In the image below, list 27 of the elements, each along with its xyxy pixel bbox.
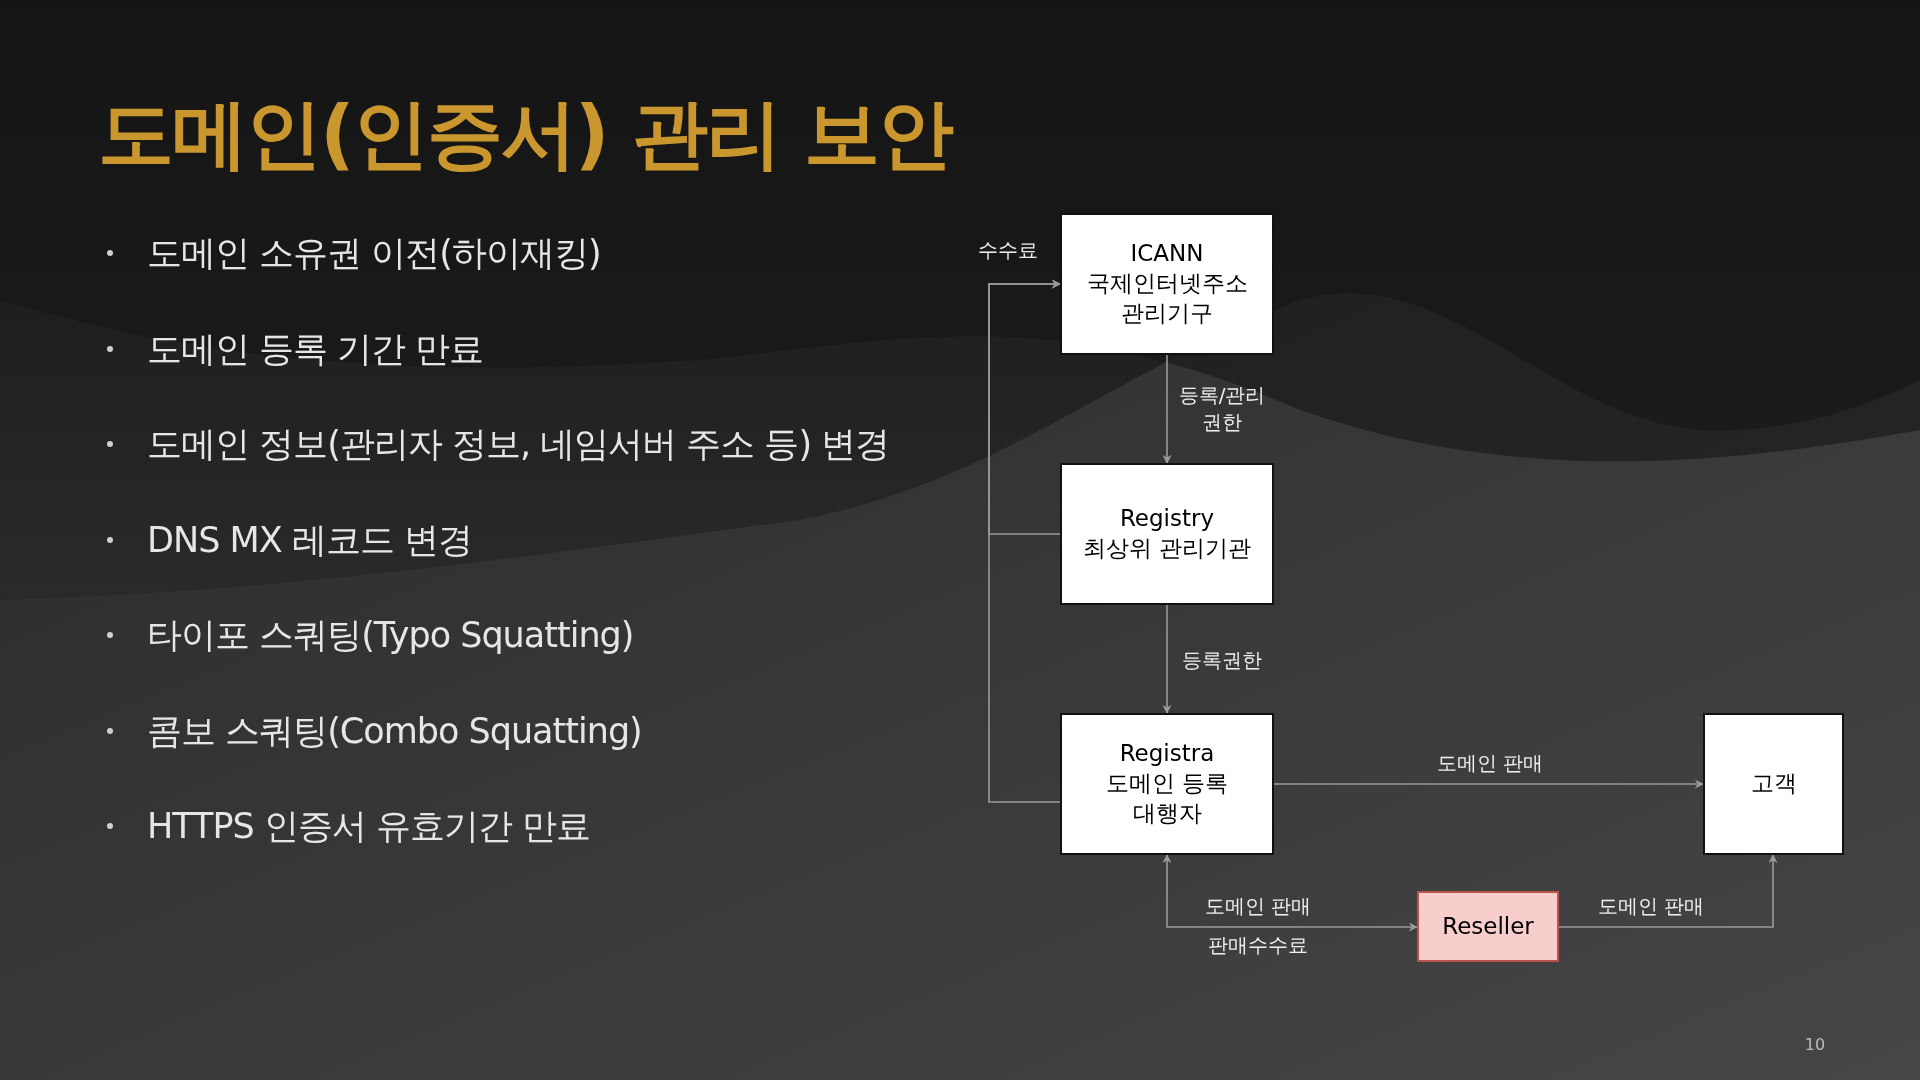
process-box: Registra 도메인 등록 대행자 [1060,713,1274,855]
process-box: 고객 [1703,713,1844,855]
edge-label: 도메인 판매 [1597,892,1705,920]
arrow [1162,354,1172,464]
edge-label: 등록/관리 권한 [1177,382,1267,436]
bullet-item: 타이포 스쿼팅(Typo Squatting) [147,613,634,657]
arrow [1162,854,1418,932]
arrow [1162,604,1172,714]
arrow [1558,854,1778,928]
reseller-box: Reseller [1417,891,1559,962]
process-box: ICANN 국제인터넷주소 관리기구 [1060,213,1274,355]
edge-label: 수수료 [978,236,1038,264]
slide-title: 도메인(인증서) 관리 보안 [98,92,953,176]
bullet-item: 도메인 소유권 이전(하이재킹) [147,231,601,275]
line-label: 판매수수료 [1208,931,1308,959]
bullet-item: HTTPS 인증서 유효기간 만료 [147,804,591,848]
page-number: 10 [1804,1034,1826,1056]
edge-label: 등록권한 [1182,646,1262,674]
arrow [1273,779,1704,789]
bullet-item: 콤보 스쿼팅(Combo Squatting) [147,709,642,753]
edge-label: 도메인 판매 [1436,749,1544,777]
bullet-item: 도메인 정보(관리자 정보, 네임서버 주소 등) 변경 [147,422,890,466]
edge-label: 도메인 판매 [1204,892,1312,920]
bullet-item: DNS MX 레코드 변경 [147,518,472,562]
arrow [988,279,1061,803]
process-box: Registry 최상위 관리기관 [1060,463,1274,605]
bullet-item: 도메인 등록 기간 만료 [147,327,484,371]
